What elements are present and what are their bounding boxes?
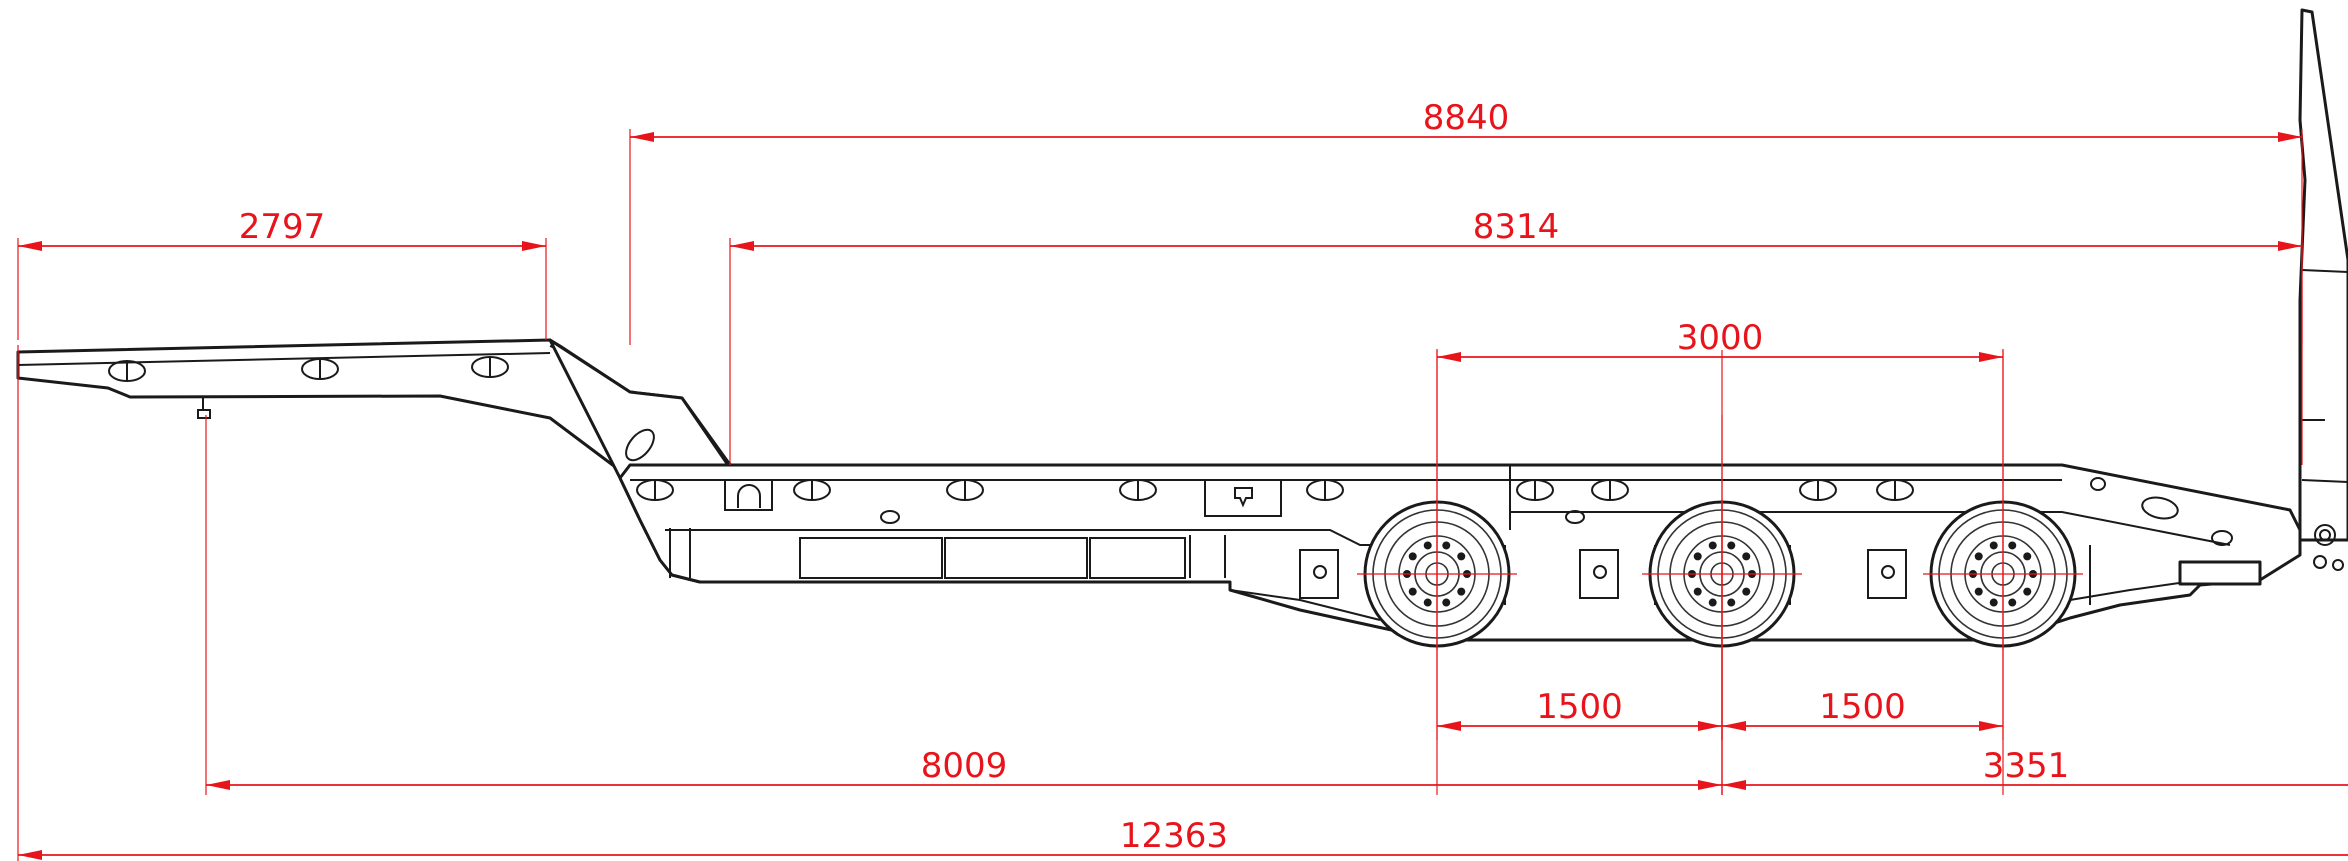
dim-8840: 8840 [629, 98, 2303, 345]
dim-3351: 3351 [1721, 500, 2348, 795]
dim-3351-label: 3351 [1983, 746, 2070, 786]
dim-8840-label: 8840 [1423, 98, 1510, 138]
dim-12363-label: 12363 [1120, 816, 1228, 856]
kingpin [197, 397, 211, 419]
dim-8314-label: 8314 [1473, 207, 1560, 247]
dim-1500a-label: 1500 [1536, 687, 1623, 727]
dim-2797: 2797 [17, 207, 547, 340]
dim-8314: 8314 [729, 207, 2303, 465]
dim-3000-label: 3000 [1677, 318, 1764, 358]
dim-12363: 12363 [17, 345, 2348, 861]
dimension-group: 8840 8314 2797 3000 1500 1500 8009 3351 12363 [17, 98, 2348, 861]
dim-2797-label: 2797 [239, 207, 326, 247]
frame-cutouts [636, 477, 2233, 546]
wheel-group [1357, 500, 2083, 648]
dim-1500b-label: 1500 [1819, 687, 1906, 727]
dim-8009-label: 8009 [921, 746, 1008, 786]
rear-ramp [2298, 8, 2348, 542]
